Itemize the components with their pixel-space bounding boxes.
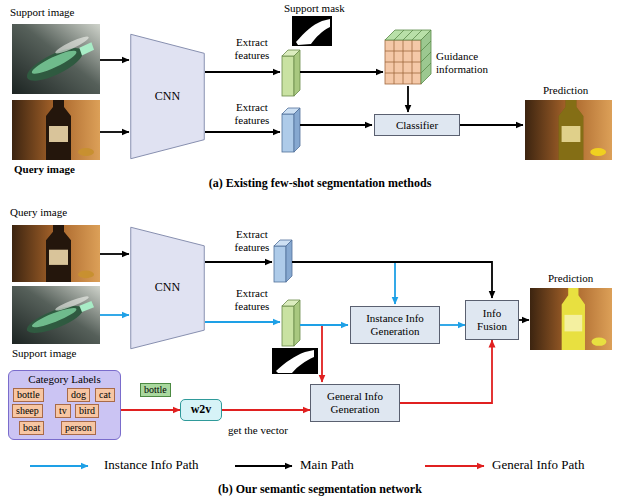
- text-label: Prediction: [543, 84, 588, 97]
- category-chip: sheep: [12, 404, 43, 418]
- node-text: CNN: [155, 90, 180, 104]
- prediction-photo: [530, 288, 612, 350]
- category-chip: boat: [19, 421, 44, 435]
- node-text: bird: [79, 405, 95, 416]
- node-text: person: [65, 422, 92, 433]
- process-box: Info Fusion: [465, 300, 519, 340]
- connector: [440, 324, 465, 326]
- category-chip: bird: [75, 404, 99, 418]
- legend-text: Main Path: [300, 458, 354, 473]
- feature-block: [282, 300, 300, 346]
- text-label: Query image: [14, 163, 75, 176]
- node-text: tv: [59, 405, 67, 416]
- panel-a-art: [12, 16, 612, 160]
- feature-block: [282, 50, 300, 96]
- cnn-outline: [131, 34, 205, 158]
- word2vec-box: w2v: [180, 399, 222, 421]
- prediction-photo: [525, 100, 612, 160]
- cnn-outline: [131, 227, 205, 349]
- cnn-block: CNN: [130, 33, 205, 160]
- node-text: w2v: [191, 403, 212, 417]
- edge-label: get the vector: [226, 424, 290, 437]
- support-mask: [272, 348, 318, 374]
- node-text: Instance Info Generation: [355, 312, 435, 337]
- feature-block: [282, 108, 300, 152]
- text-label: Extract features: [224, 36, 280, 61]
- guidance-cube: [385, 30, 431, 84]
- feature-block: [274, 240, 292, 282]
- text-label: Support image: [12, 347, 76, 360]
- figure-caption: (b) Our semantic segmentation network: [120, 483, 520, 497]
- category-chip: person: [61, 421, 96, 435]
- legend-text: General Info Path: [492, 458, 584, 473]
- category-chip: dog: [67, 388, 90, 402]
- node-text: Info Fusion: [470, 307, 514, 332]
- support-photo: [12, 24, 100, 94]
- connector: [400, 340, 492, 403]
- text-label: Extract features: [224, 101, 280, 126]
- node-text: Classifier: [396, 119, 438, 132]
- support-photo: [12, 286, 100, 344]
- node-text: dog: [71, 389, 86, 400]
- node-text: sheep: [16, 405, 39, 416]
- general-arrows: [321, 326, 323, 382]
- category-chip: bottle: [13, 388, 44, 402]
- query-photo: [12, 100, 100, 160]
- connector: [222, 409, 310, 411]
- connector: [121, 409, 180, 411]
- category-chip: tv: [55, 404, 71, 418]
- node-text: CNN: [155, 281, 180, 295]
- selected-label: bottle: [140, 383, 171, 397]
- process-box: Classifier: [374, 114, 460, 136]
- category-chip: cat: [95, 388, 115, 402]
- cnn-block: CNN: [130, 226, 205, 350]
- process-box: Instance Info Generation: [350, 306, 440, 344]
- node-text: bottle: [144, 384, 167, 395]
- legend-samples: [30, 465, 484, 467]
- node-text: General Info Generation: [315, 390, 395, 415]
- text-label: Extract features: [224, 287, 280, 312]
- support-mask: [292, 16, 332, 46]
- category-panel: Category Labels bottle dog cat sheep tv bird bo…: [8, 370, 121, 440]
- text-label: Extract features: [224, 228, 280, 253]
- text-label: Prediction: [548, 272, 593, 285]
- node-text: cat: [99, 389, 111, 400]
- text-label: Support image: [10, 6, 74, 19]
- legend-text: Instance Info Path: [104, 458, 199, 473]
- node-text: bottle: [17, 389, 40, 400]
- query-photo: [12, 225, 100, 282]
- text-label: Support mask: [284, 2, 345, 15]
- node-text: boat: [23, 422, 40, 433]
- text-label: Guidance information: [436, 50, 498, 75]
- figure-caption: (a) Existing few-shot segmentation metho…: [120, 177, 520, 191]
- panel-heading: Category Labels: [9, 373, 120, 386]
- text-label: Query image: [10, 206, 67, 219]
- process-box: General Info Generation: [310, 384, 400, 422]
